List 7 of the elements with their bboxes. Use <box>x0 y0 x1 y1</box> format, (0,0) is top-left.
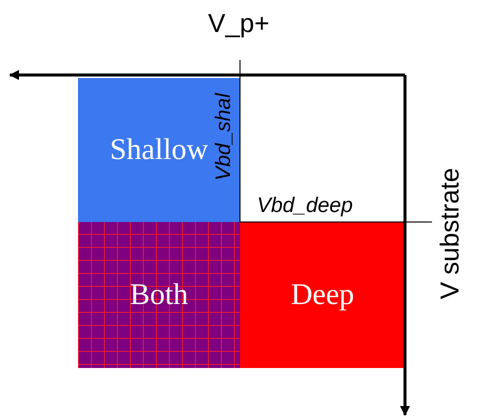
threshold-label: Vbd_deep <box>257 194 353 218</box>
threshold-label: Vbd_shal <box>212 92 236 183</box>
region-label: Both <box>130 278 188 312</box>
axis-label: V substrate <box>434 166 466 302</box>
region-label: Deep <box>290 278 354 312</box>
axis-label: V_p+ <box>208 8 270 39</box>
region-label: Shallow <box>110 133 208 167</box>
